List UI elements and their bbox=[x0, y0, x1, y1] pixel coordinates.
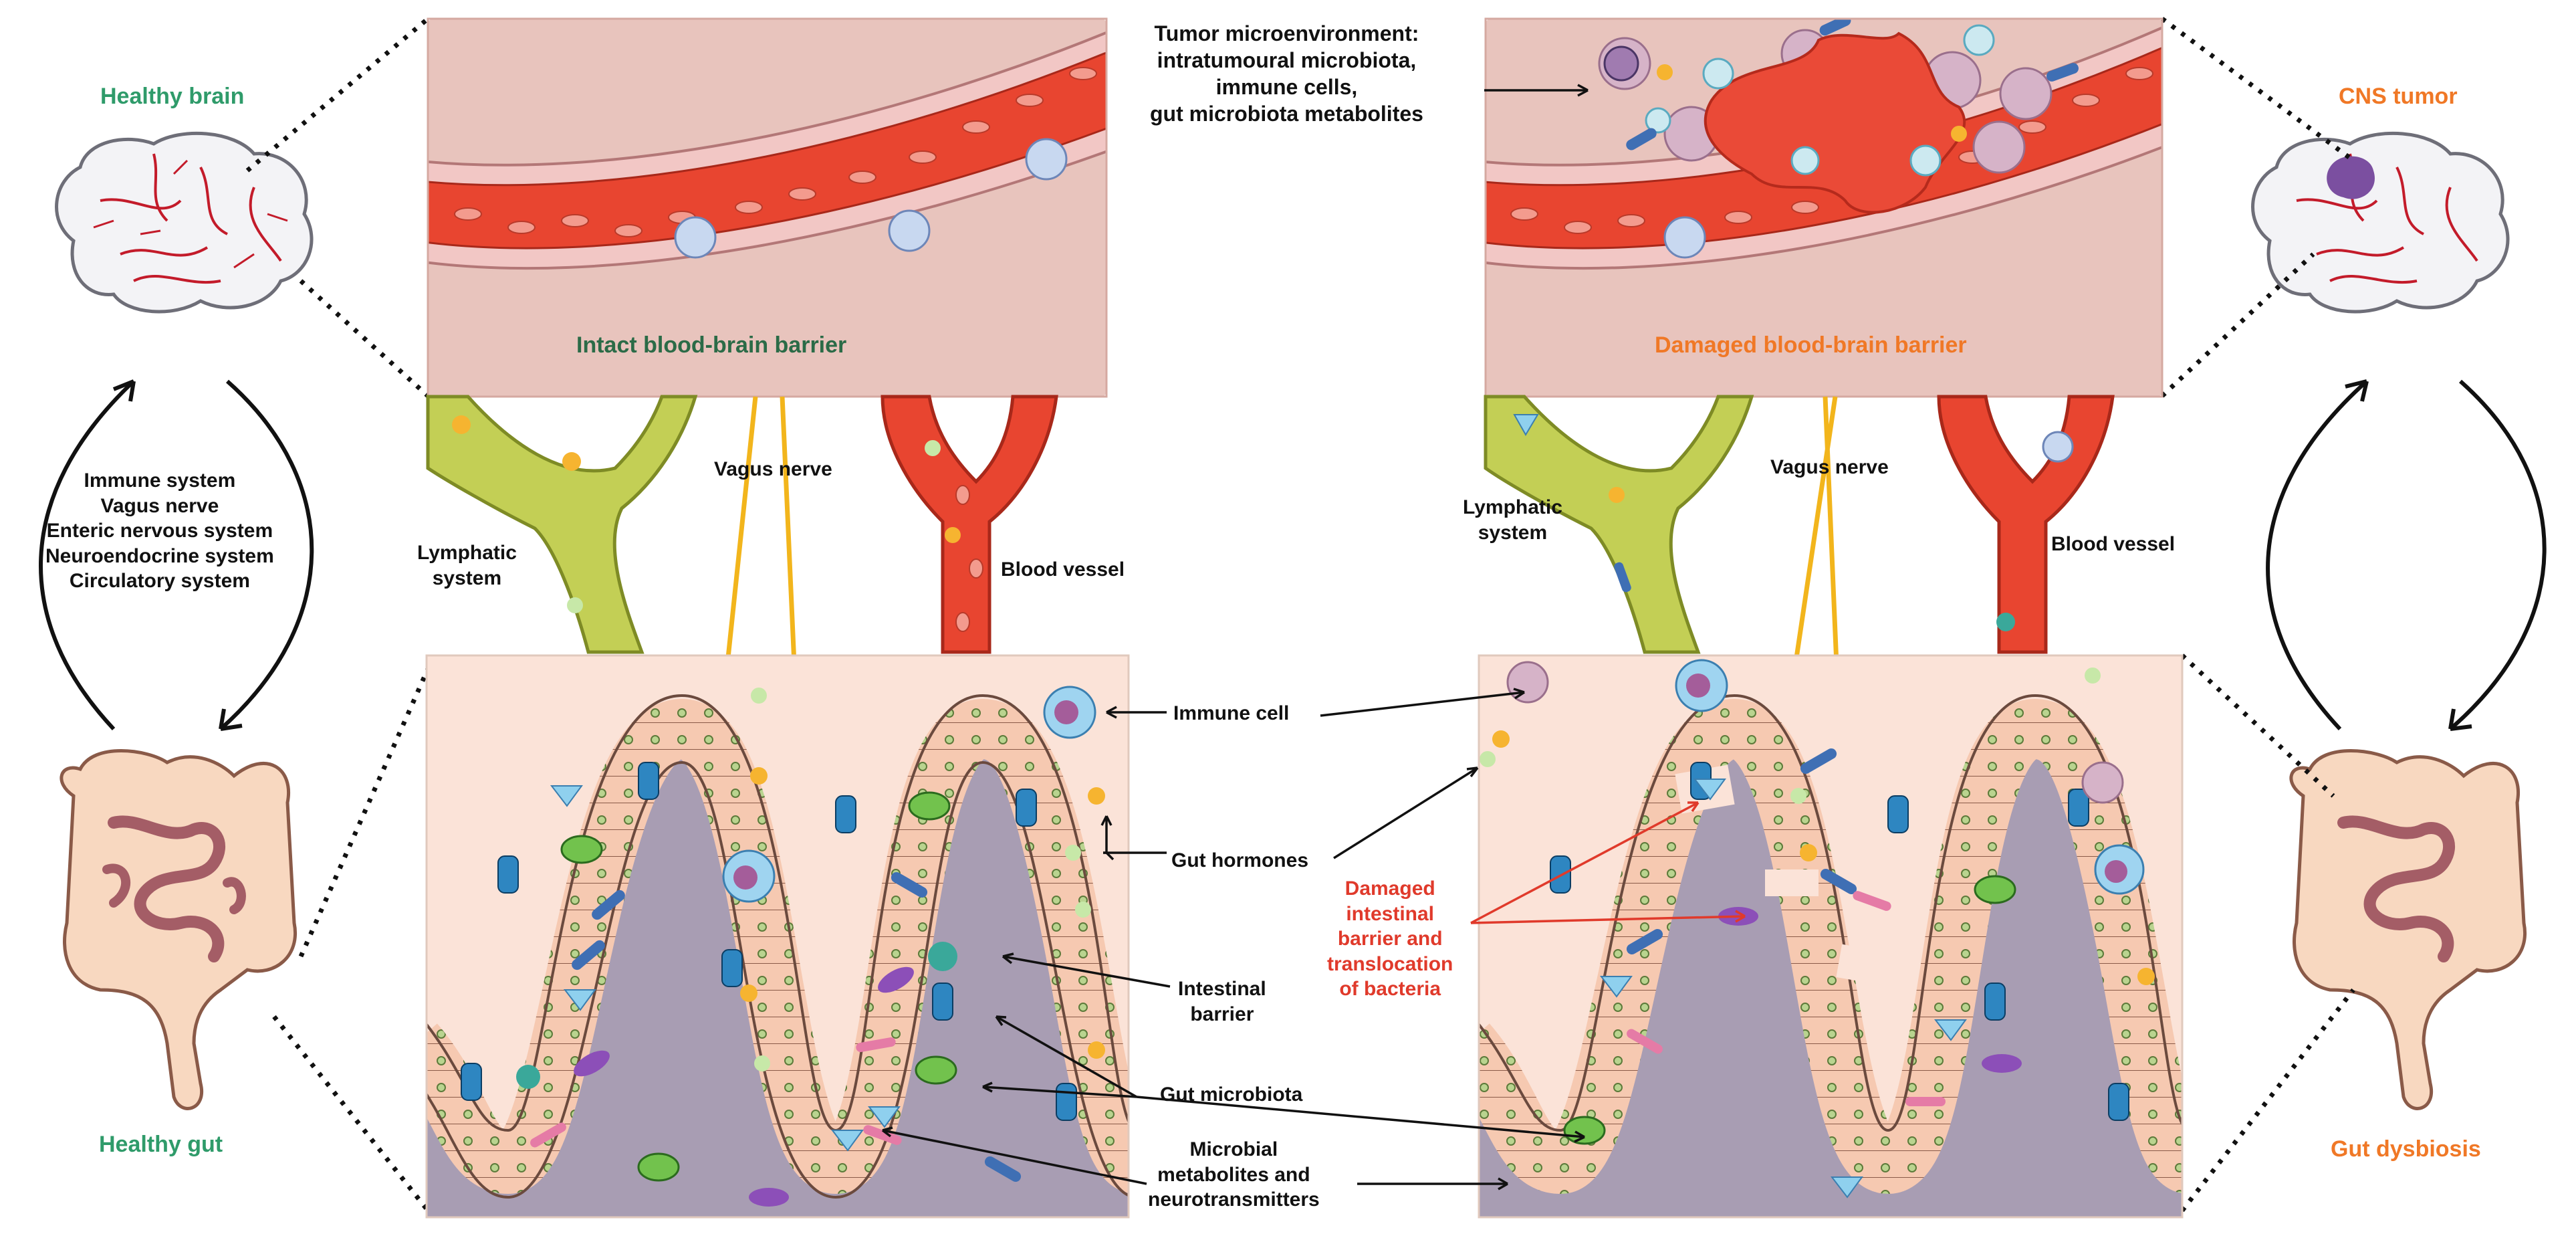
gut-hormones-label: Gut hormones bbox=[1171, 849, 1309, 871]
pathway-item: Circulatory system bbox=[69, 570, 250, 592]
damaged-bbb-label: Damaged blood-brain barrier bbox=[1655, 332, 1967, 358]
pathway-item: Vagus nerve bbox=[100, 494, 219, 517]
pathway-item: Neuroendocrine system bbox=[45, 544, 274, 567]
tumor-mass bbox=[2327, 156, 2375, 199]
tumor-brain-illustration bbox=[2251, 131, 2510, 314]
gut-dysbiosis-label: Gut dysbiosis bbox=[2331, 1136, 2481, 1162]
vagus-nerve-label-right: Vagus nerve bbox=[1770, 456, 1889, 478]
intestinal-barrier-label: Intestinal barrier bbox=[1178, 978, 1266, 1025]
pathway-item: Enteric nervous system bbox=[46, 520, 273, 542]
damaged-bbb-panel bbox=[1486, 19, 2162, 397]
gut-brain-axis-pathways: Immune system Vagus nerve Enteric nervou… bbox=[45, 468, 274, 594]
healthy-gut-label: Healthy gut bbox=[99, 1132, 223, 1157]
damaged-intestine-panel bbox=[1479, 655, 2182, 1217]
annotation-arrows bbox=[881, 84, 1589, 1191]
blood-vessel-label-right: Blood vessel bbox=[2051, 533, 2176, 555]
left-connections bbox=[426, 395, 1058, 843]
vagus-nerve-label-left: Vagus nerve bbox=[714, 458, 832, 480]
gut-microbiota-label: Gut microbiota bbox=[1160, 1084, 1303, 1106]
right-cycle-arrows bbox=[2266, 379, 2547, 731]
lymphatic-system-label-right: Lymphatic system bbox=[1463, 496, 1562, 544]
healthy-intestine-panel bbox=[427, 655, 1129, 1217]
healthy-brain-label: Healthy brain bbox=[100, 84, 245, 109]
dysbiosis-gut-illustration bbox=[2289, 749, 2527, 1110]
healthy-brain-illustration bbox=[55, 131, 314, 314]
healthy-gut-illustration bbox=[60, 749, 297, 1110]
left-blood-vessel bbox=[881, 395, 1058, 654]
right-lymphatic-vessel bbox=[1484, 395, 1754, 654]
zoom-connectors bbox=[245, 17, 2355, 1213]
blood-vessel-label-left: Blood vessel bbox=[1001, 558, 1125, 581]
tumor-cluster bbox=[1598, 19, 2079, 214]
intact-bbb-label: Intact blood-brain barrier bbox=[576, 332, 847, 358]
microbial-metabolites-label: Microbial metabolites and neurotransmitt… bbox=[1148, 1138, 1320, 1211]
left-lymphatic-vessel bbox=[426, 395, 698, 654]
lymphatic-system-label-left: Lymphatic system bbox=[417, 542, 517, 589]
right-blood-vessel bbox=[1937, 395, 2115, 654]
intact-bbb-panel bbox=[428, 19, 1106, 397]
pathway-item: Immune system bbox=[84, 470, 236, 492]
tumor-microenvironment-label: Tumor microenvironment: intratumoural mi… bbox=[1150, 21, 1423, 126]
left-cycle-arrows bbox=[39, 379, 314, 731]
right-connections bbox=[1484, 395, 2115, 870]
immune-cell-label: Immune cell bbox=[1173, 702, 1290, 724]
cns-tumor-label: CNS tumor bbox=[2339, 84, 2458, 109]
damaged-intestinal-barrier-label: Damaged intestinal barrier and transloca… bbox=[1327, 878, 1453, 1000]
damage-arrows bbox=[1470, 801, 1746, 924]
